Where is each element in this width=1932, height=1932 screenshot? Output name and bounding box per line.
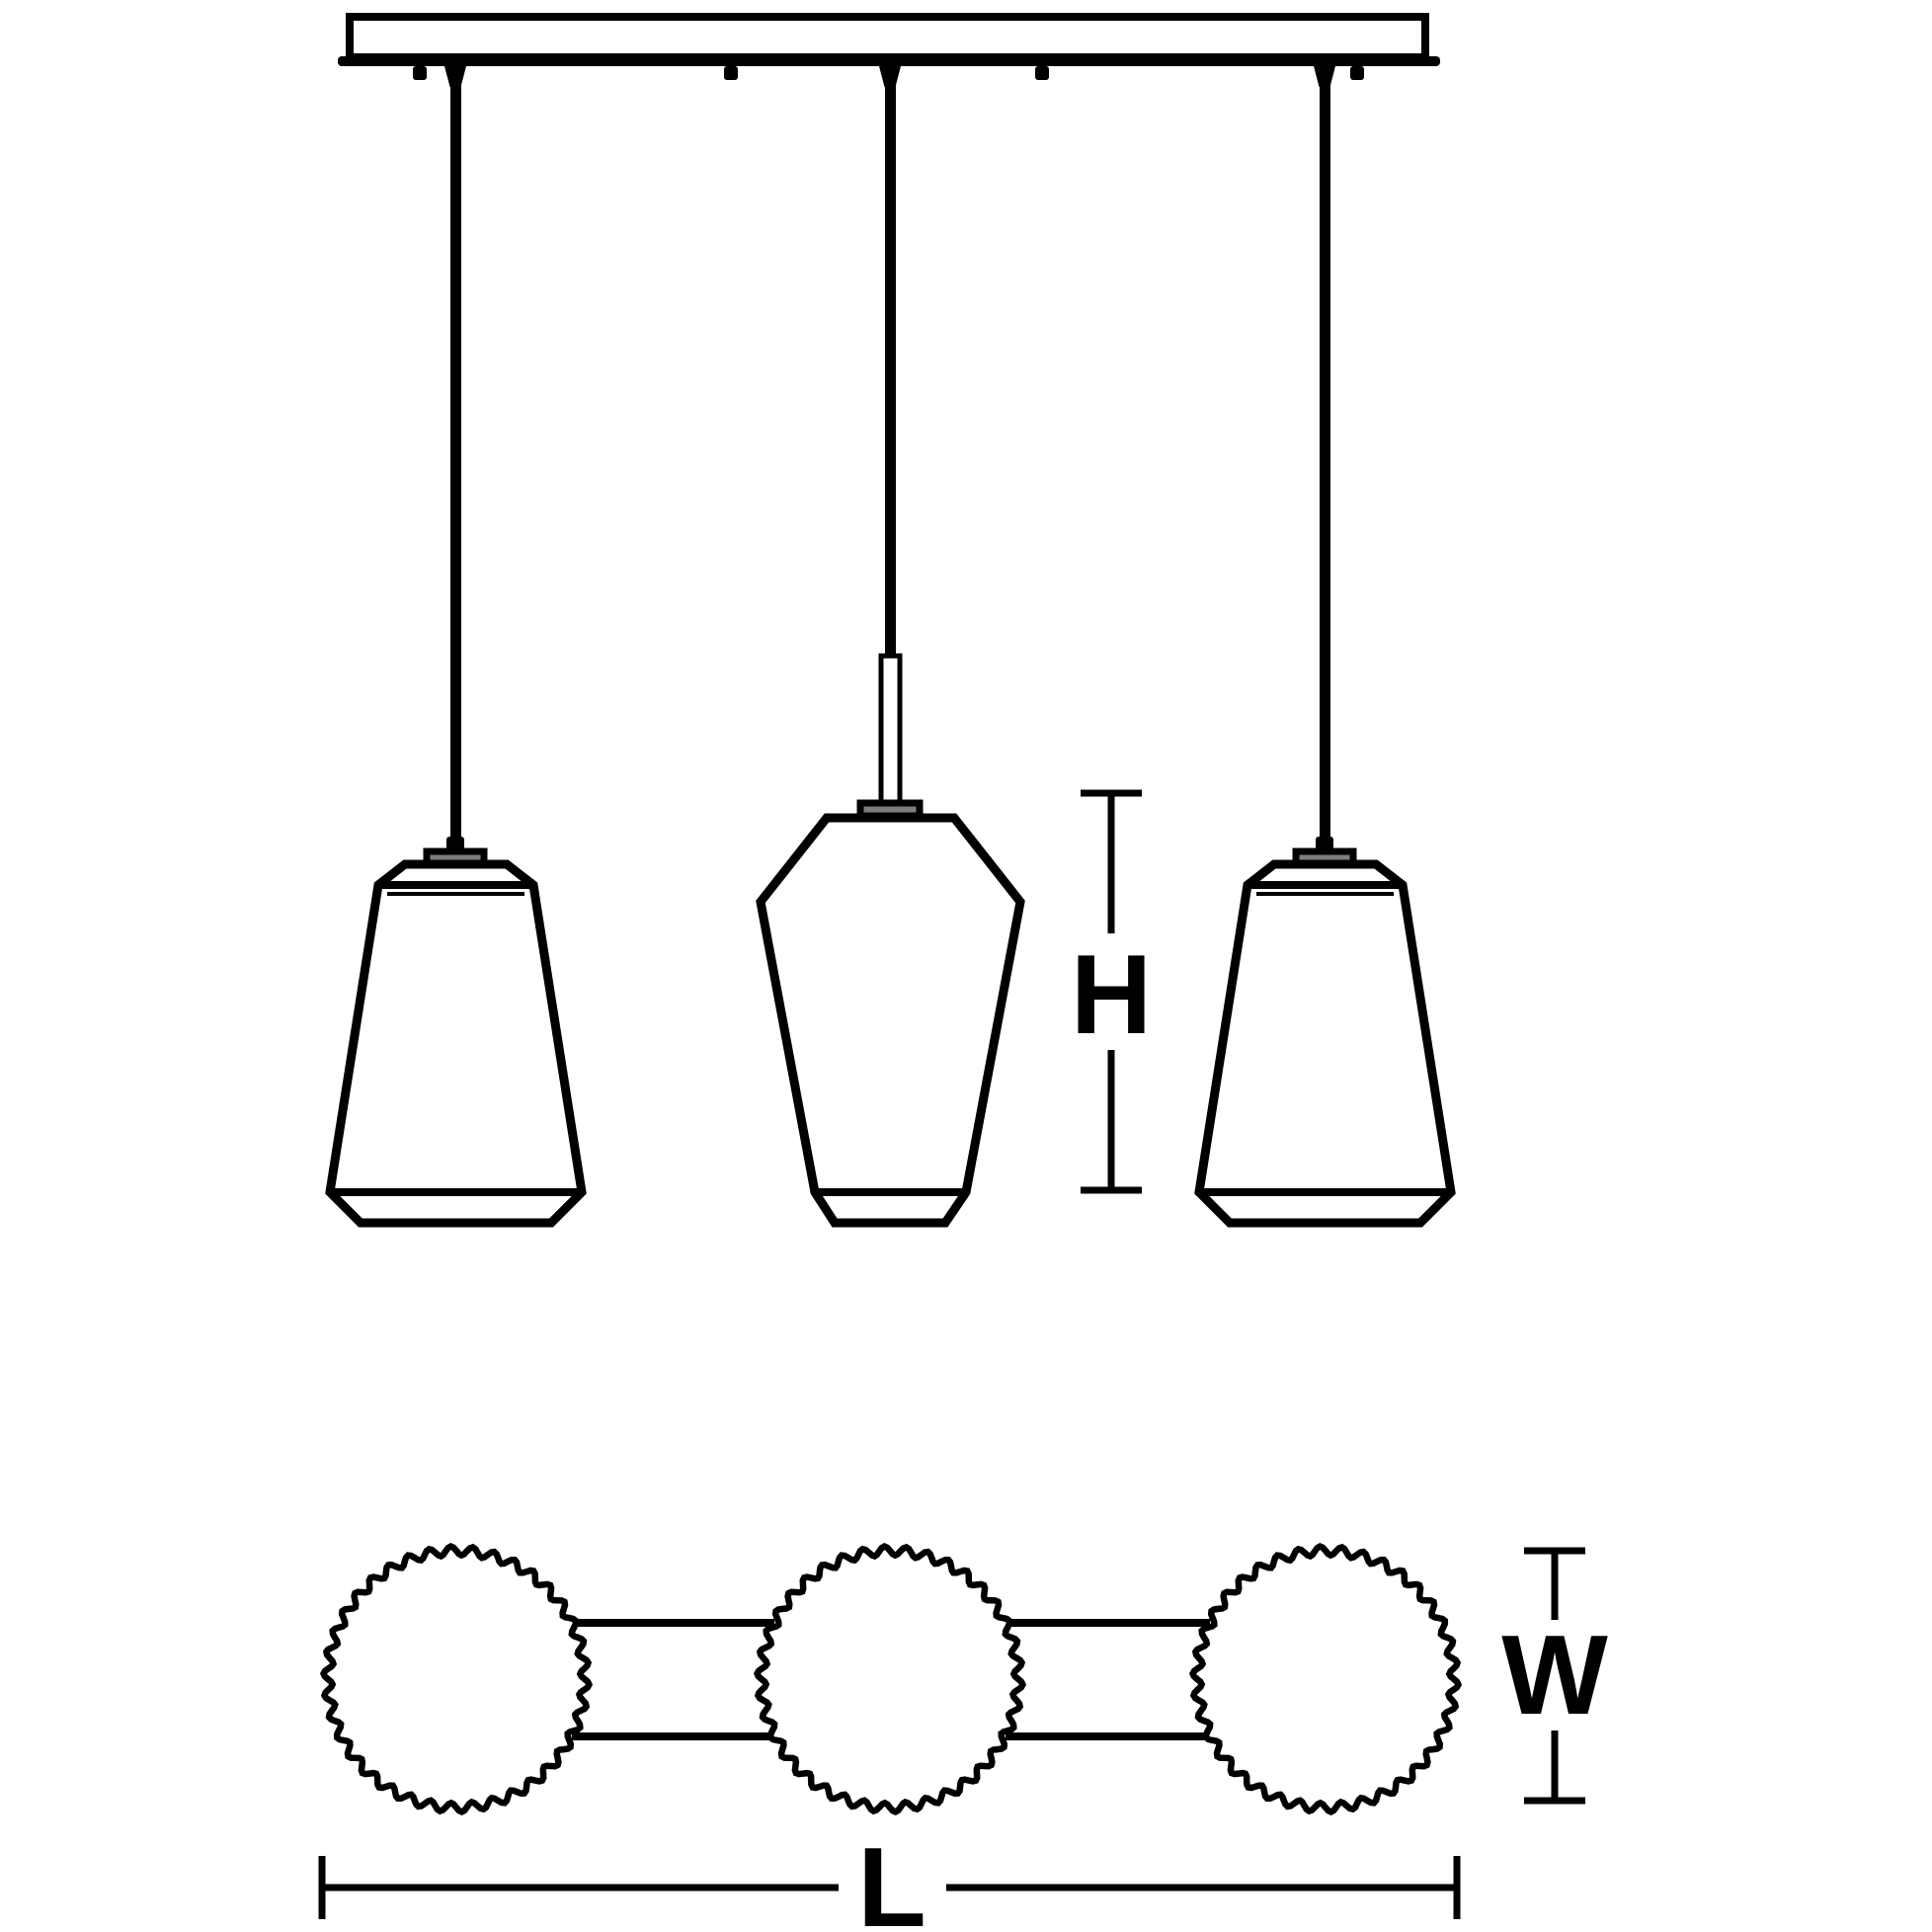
dimension-height: H: [1071, 789, 1152, 1194]
canopy-bar: [338, 13, 1440, 87]
plan-shade-circle-center: [753, 1542, 1027, 1816]
width-label: W: [1501, 1613, 1608, 1738]
pendant-left: [325, 65, 587, 1228]
cord-knob-right: [1316, 837, 1333, 851]
canopy-body: [346, 13, 1429, 61]
shade-center-outline: [756, 813, 1025, 1228]
stem-center: [878, 653, 903, 807]
canopy-screw-4: [1350, 66, 1364, 80]
plan-shade-circle-right: [1188, 1542, 1463, 1816]
shade-left-outline: [325, 859, 587, 1228]
height-label: H: [1071, 932, 1152, 1058]
shade-right-outline: [1194, 859, 1456, 1228]
canopy-flange: [338, 56, 1440, 66]
cord-center: [885, 65, 896, 658]
length-label: L: [857, 1825, 926, 1932]
cord-right: [1320, 65, 1330, 840]
cord-knob-left: [446, 837, 464, 851]
plan-shade-circle-left: [319, 1542, 594, 1816]
dimension-width: W: [1501, 1547, 1608, 1805]
cord-left: [450, 65, 461, 840]
canopy-screw-1: [413, 66, 427, 80]
pendant-center: [756, 65, 1025, 1228]
canopy-screw-2: [724, 66, 738, 80]
plan-view: [319, 1542, 1463, 1816]
dimension-length: L: [318, 1825, 1461, 1932]
pendant-right: [1194, 65, 1456, 1228]
canopy-screw-3: [1035, 66, 1049, 80]
